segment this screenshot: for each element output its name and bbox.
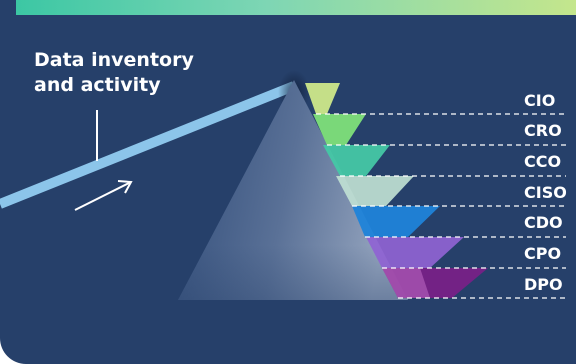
data-beam xyxy=(0,81,296,209)
dashed-separators xyxy=(316,113,566,299)
role-label-dpo: DPO xyxy=(524,275,563,294)
top-gradient-stripe xyxy=(16,0,576,15)
role-label-ciso: CISO xyxy=(524,183,567,202)
flow-label-line-1: Data inventory xyxy=(34,49,194,71)
band-cdo xyxy=(352,206,440,237)
band-cro xyxy=(313,114,366,145)
band-cpo xyxy=(366,237,464,268)
band-cco xyxy=(323,145,390,176)
role-label-cdo: CDO xyxy=(524,213,563,232)
band-dpo-highlight xyxy=(382,268,430,298)
flow-label-line-2: and activity xyxy=(34,74,161,96)
role-label-cro: CRO xyxy=(524,121,562,140)
band-cio xyxy=(305,83,340,114)
band-ciso xyxy=(336,176,414,206)
role-label-cpo: CPO xyxy=(524,244,562,263)
flow-arrow-icon xyxy=(74,180,133,211)
role-label-cco: CCO xyxy=(524,152,562,171)
role-label-cio: CIO xyxy=(524,91,556,110)
flow-label: Data inventory and activity xyxy=(34,48,194,98)
prism-shade xyxy=(178,80,408,300)
